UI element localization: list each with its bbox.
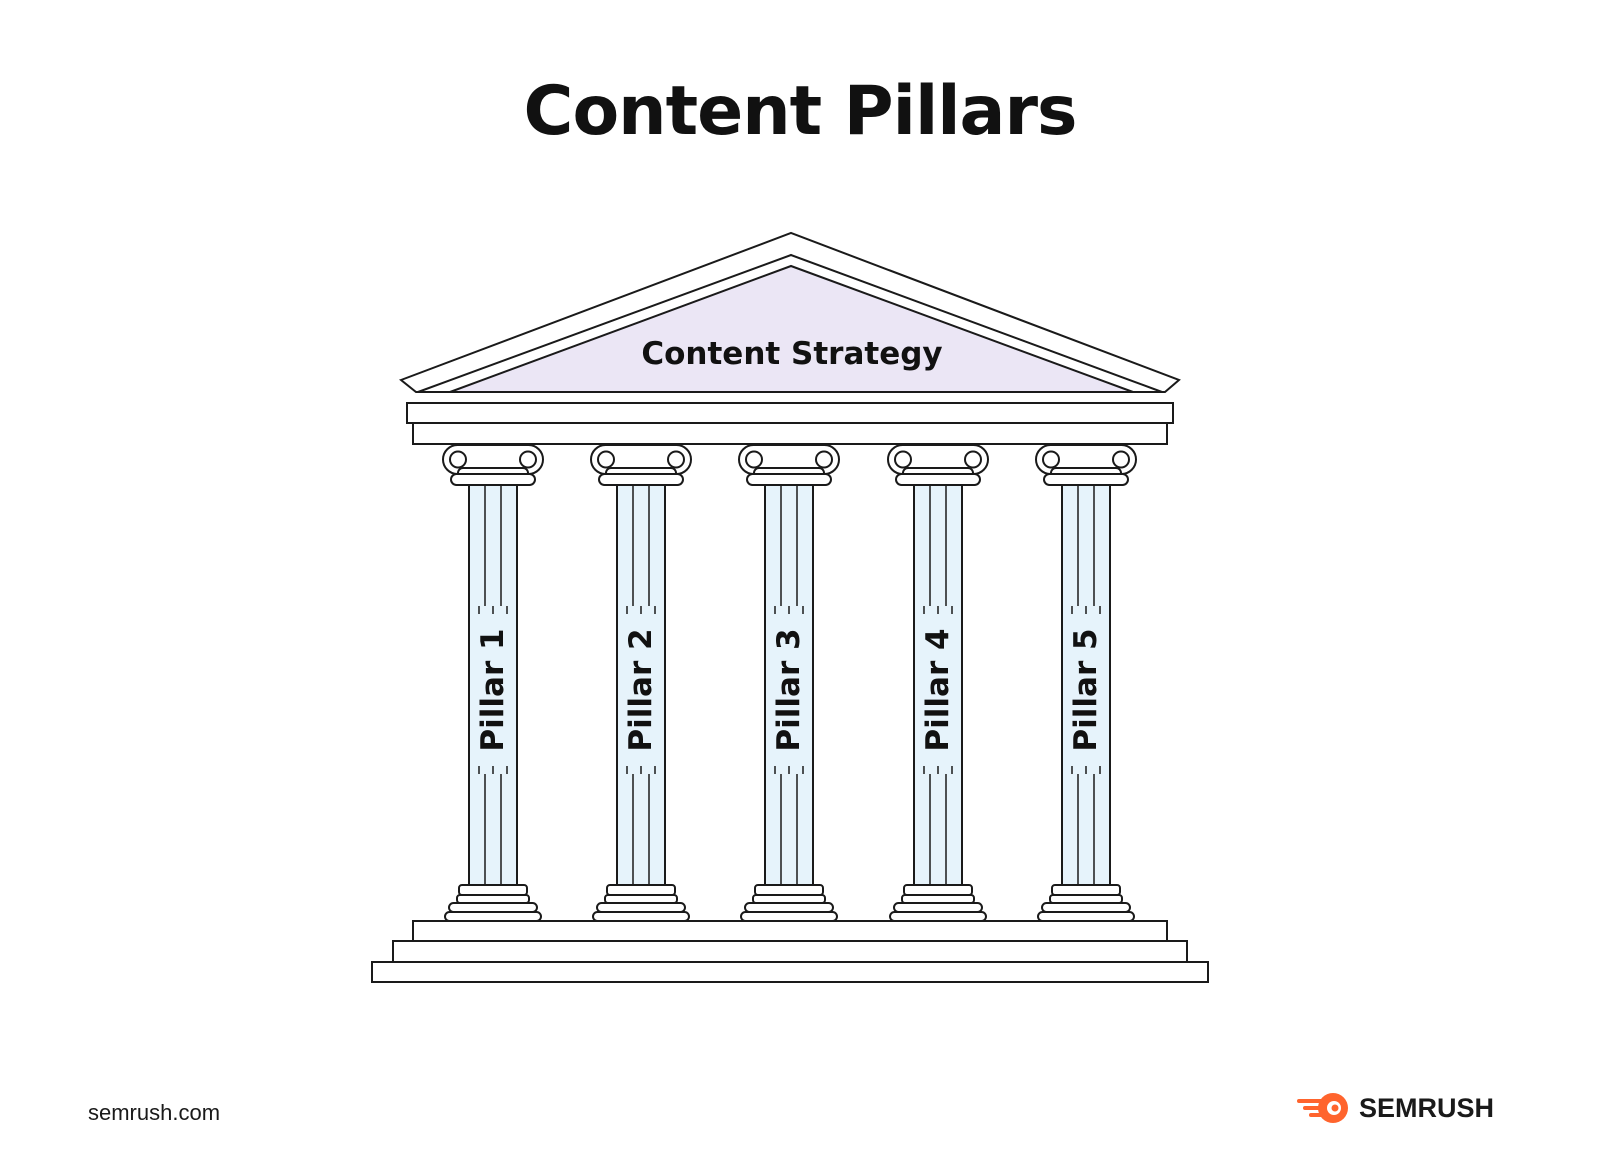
- pillar-capital: [442, 444, 544, 486]
- base-step-top: [412, 920, 1168, 942]
- pillar-shaft: [913, 484, 963, 886]
- entablature: [406, 402, 1174, 445]
- architrave: [412, 422, 1168, 445]
- temple-base: [371, 920, 1209, 983]
- brand-logo: SEMRUSH: [1297, 1088, 1494, 1128]
- pillar-shaft: [616, 484, 666, 886]
- roof-label: Content Strategy: [641, 336, 942, 372]
- pillar-base: [740, 884, 838, 922]
- pillar-column: Pillar 3: [738, 444, 840, 922]
- pillar-capital: [887, 444, 989, 486]
- pillar-flutes: [1071, 485, 1101, 885]
- base-step-middle: [392, 940, 1188, 963]
- pillar-capital: [590, 444, 692, 486]
- base-step-bottom: [371, 961, 1209, 983]
- pillar-shaft: [468, 484, 518, 886]
- pillar-flutes: [774, 485, 804, 885]
- pillar-label: Pillar 3: [771, 628, 807, 751]
- pillar-column: Pillar 2: [590, 444, 692, 922]
- semrush-fireball-icon: [1297, 1093, 1348, 1123]
- pillar-base: [1037, 884, 1135, 922]
- pillar-label: Pillar 4: [920, 628, 956, 751]
- columns-group: Pillar 1 Pillar 2 Pillar 3 Pillar 4 Pillar 5: [442, 444, 1137, 922]
- page-title: Content Pillars: [523, 72, 1078, 151]
- pillar-column: Pillar 4: [887, 444, 989, 922]
- pillar-label: Pillar 2: [623, 628, 659, 751]
- pillar-flutes: [478, 485, 508, 885]
- pediment-tympanum: [449, 264, 1134, 393]
- footer-url: semrush.com: [88, 1100, 221, 1125]
- pillar-flutes: [626, 485, 656, 885]
- pillar-capital: [1035, 444, 1137, 486]
- pillar-base: [889, 884, 987, 922]
- brand-wordmark: SEMRUSH: [1359, 1092, 1495, 1123]
- pillar-column: Pillar 5: [1035, 444, 1137, 922]
- cornice: [406, 402, 1174, 424]
- pillar-capital: [738, 444, 840, 486]
- pediment: [399, 231, 1181, 393]
- pillar-label: Pillar 5: [1068, 628, 1104, 751]
- pillar-label: Pillar 1: [475, 628, 511, 751]
- pillar-base: [592, 884, 690, 922]
- pillar-column: Pillar 1: [442, 444, 544, 922]
- pillar-flutes: [923, 485, 953, 885]
- pillar-base: [444, 884, 542, 922]
